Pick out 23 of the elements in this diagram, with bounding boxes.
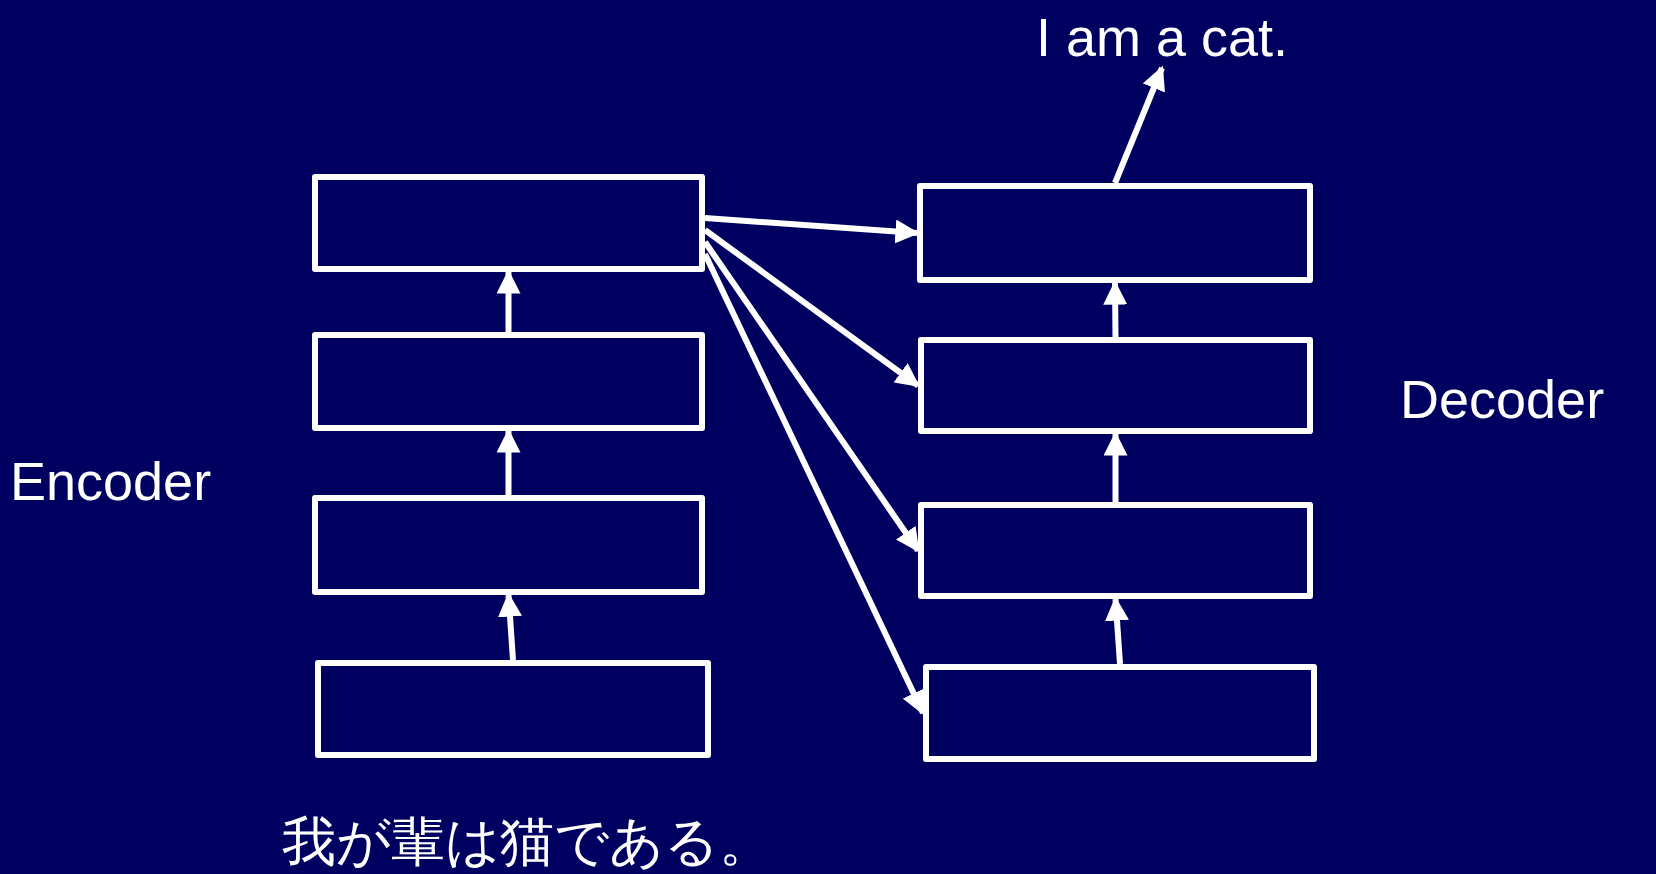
layer-box — [312, 495, 705, 595]
layer-box — [918, 502, 1313, 599]
arrow — [1103, 431, 1128, 502]
layer-box — [312, 332, 705, 431]
arrow — [498, 592, 522, 661]
layer-box — [312, 174, 705, 272]
arrow — [702, 240, 921, 553]
layer-box — [918, 337, 1313, 434]
output-text: I am a cat. — [1002, 6, 1322, 68]
layer-box — [315, 660, 711, 758]
arrow — [496, 428, 521, 495]
input-text: 我が輩は猫である。 — [282, 812, 773, 872]
arrow — [496, 269, 521, 332]
side-label: Decoder — [1400, 370, 1605, 430]
arrow — [1103, 280, 1128, 338]
layer-box — [917, 183, 1313, 283]
arrow — [702, 252, 926, 716]
arrow — [704, 215, 920, 244]
arrow — [1105, 596, 1129, 665]
arrow — [1112, 65, 1165, 185]
side-label: Encoder — [10, 452, 212, 512]
layer-box — [923, 664, 1317, 762]
arrow — [703, 227, 920, 388]
